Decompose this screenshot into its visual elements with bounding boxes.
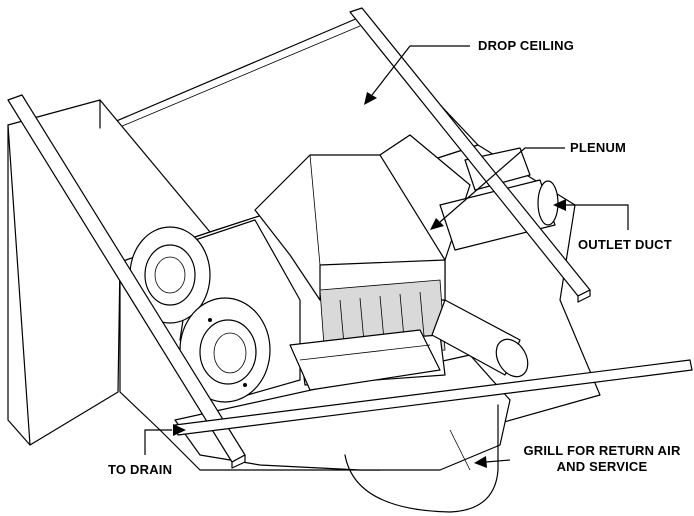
label-grill-return-air: GRILL FOR RETURN AIR AND SERVICE (510, 443, 694, 475)
drain-cylinder (431, 299, 529, 378)
drain-tray (289, 329, 441, 391)
label-grill-line1: GRILL FOR RETURN AIR (523, 443, 681, 458)
leader-grill (474, 456, 511, 468)
label-drop-ceiling: DROP CEILING (478, 38, 575, 53)
label-plenum: PLENUM (570, 140, 627, 155)
leader-outlet-duct (553, 199, 629, 230)
support-rail-left (7, 94, 246, 469)
label-grill-line2: AND SERVICE (556, 459, 648, 474)
support-rail-right (349, 7, 591, 303)
leader-to-drain (144, 424, 186, 455)
label-to-drain: TO DRAIN (108, 462, 173, 477)
leader-plenum (430, 147, 565, 230)
label-outlet-duct: OUTLET DUCT (578, 237, 672, 252)
leader-drop-ceiling (364, 45, 470, 105)
blower-assembly (129, 219, 301, 403)
